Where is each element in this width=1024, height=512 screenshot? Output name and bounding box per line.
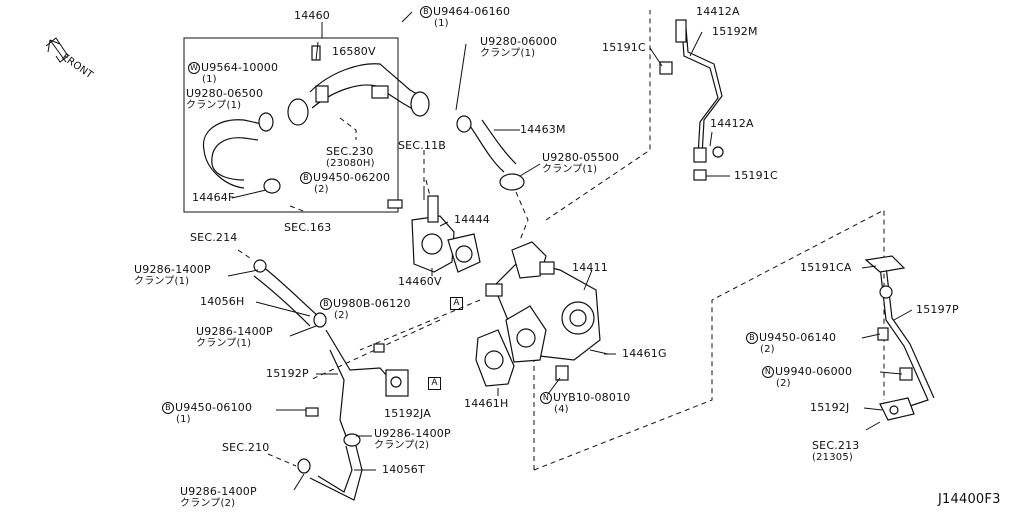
callout-sec213: SEC.213 (21305) [812, 439, 860, 464]
callout-u9280-06500: U9280-06500 クランプ(1) [186, 87, 264, 112]
callout-15197p: 15197P [916, 303, 959, 316]
hose-14464f [202, 119, 263, 189]
turbo-boundary-dashed [533, 10, 885, 471]
hose-14463m [469, 119, 517, 173]
bolt-b-icon: B [162, 402, 174, 414]
callout-15192j: 15192J [810, 401, 850, 414]
callout-u9280-06000: U9280-06000 クランプ(1) [480, 35, 558, 60]
ref-a-left: A [450, 296, 463, 310]
callout-u9286-a: U9286-1400P クランプ(1) [134, 263, 211, 288]
bolt-b-icon: B [300, 172, 312, 184]
callout-u9286-d-sub: クランプ(2) [180, 498, 236, 509]
callout-u9286-c: U9286-1400P クランプ(2) [374, 427, 451, 452]
callout-u9286-b-sub: クランプ(1) [196, 338, 252, 349]
hose-14056h [253, 265, 319, 327]
callout-sec210: SEC.210 [222, 441, 270, 454]
callout-u9464-qty: (1) [434, 18, 449, 29]
callout-sec163: SEC.163 [284, 221, 332, 234]
callout-15191c-mid: 15191C [734, 169, 778, 182]
callout-u980b-qty: (2) [334, 310, 349, 321]
callout-u9564-qty: (1) [202, 74, 217, 85]
callout-15192m: 15192M [712, 25, 758, 38]
callout-sec230-sub: (23080H) [326, 158, 375, 169]
callout-15191ca: 15191CA [800, 261, 852, 274]
callout-14412a-top: 14412A [696, 5, 740, 18]
callout-u9280-06000-sub: クランプ(1) [480, 48, 536, 59]
washer-w-icon: W [188, 62, 200, 74]
callout-14056h: 14056H [200, 295, 245, 308]
callout-u9280-05500: U9280-05500 クランプ(1) [542, 151, 620, 176]
callout-u9286-c-sub: クランプ(2) [374, 440, 430, 451]
bolt-b-icon: B [420, 6, 432, 18]
callout-14464f: 14464F [192, 191, 235, 204]
callout-u9286-d: U9286-1400P クランプ(2) [180, 485, 257, 510]
callout-u9940-qty: (2) [776, 378, 791, 389]
leader-lines [227, 11, 913, 491]
callout-14444: 14444 [454, 213, 490, 226]
hose-14056t [309, 445, 363, 501]
assembly-group-box [183, 37, 399, 213]
bolt-b-icon: B [746, 332, 758, 344]
callout-sec214: SEC.214 [190, 231, 238, 244]
callout-u9280-06500-sub: クランプ(1) [186, 100, 242, 111]
callout-14460: 14460 [294, 9, 330, 22]
callout-sec213-sub: (21305) [812, 452, 854, 463]
callout-u9286-b: U9286-1400P クランプ(1) [196, 325, 273, 350]
ref-a-right: A [428, 376, 441, 390]
callout-14460v: 14460V [398, 275, 442, 288]
nut-n-icon: N [540, 392, 552, 404]
callout-14463m: 14463M [520, 123, 566, 136]
callout-15192p: 15192P [266, 367, 309, 380]
callout-14461h: 14461H [464, 397, 509, 410]
callout-u9280-05500-sub: クランプ(1) [542, 164, 598, 175]
callout-u9286-a-sub: クランプ(1) [134, 276, 190, 287]
bolt-b-icon: B [320, 298, 332, 310]
callout-sec230: SEC.230 (23080H) [326, 145, 375, 170]
callout-14411: 14411 [572, 261, 608, 274]
callout-14412a-mid: 14412A [710, 117, 754, 130]
callout-u9450-06200-qty: (2) [314, 184, 329, 195]
front-arrow-icon [45, 37, 69, 63]
callout-16580v: 16580V [332, 45, 376, 58]
nut-n-icon: N [762, 366, 774, 378]
callout-14056t: 14056T [382, 463, 425, 476]
diagram-code: J14400F3 [938, 492, 1001, 507]
turbocharger-14411 [485, 241, 609, 381]
oil-tube-15192m [681, 27, 723, 157]
callout-sec11b: SEC.11B [398, 139, 447, 152]
callout-u9450-06100-qty: (1) [176, 414, 191, 425]
callout-15192ja: 15192JA [384, 407, 431, 420]
callout-14461g: 14461G [622, 347, 667, 360]
callout-uyb10-qty: (4) [554, 404, 569, 415]
callout-15191c-top: 15191C [602, 41, 646, 54]
callout-u9450-06140-qty: (2) [760, 344, 775, 355]
